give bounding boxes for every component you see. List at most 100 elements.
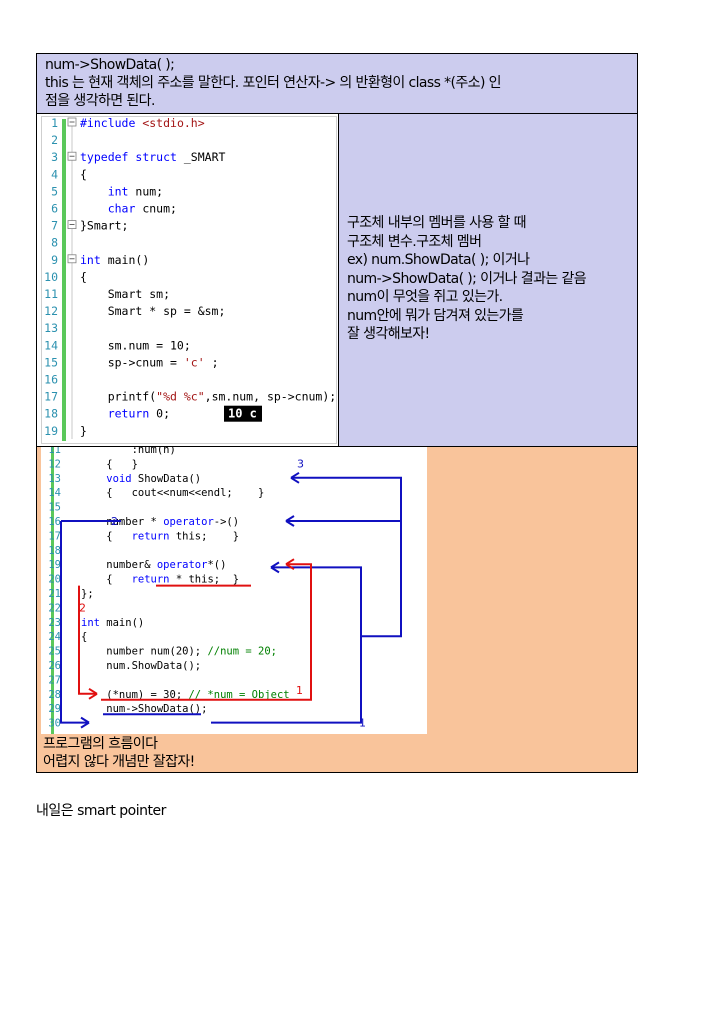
code-line-text: num->ShowData();	[81, 703, 207, 715]
code-line-text: number& operator*()	[81, 559, 226, 571]
code-line-text: Smart * sp = &sm;	[80, 304, 225, 318]
code-line-text: { cout<<num<<endl; }	[81, 487, 264, 499]
code-line-text: { return * this; }	[81, 574, 239, 586]
code-line-text: number num(20); //num = 20;	[81, 646, 277, 658]
flow-code-screenshot: 11 :num(n)12 { }13 void ShowData()14 { c…	[41, 447, 427, 734]
line-number: 19	[44, 424, 58, 438]
line-number: 17	[44, 390, 58, 404]
line-number: 14	[48, 487, 61, 499]
explanation-cell: 구조체 내부의 멤버를 사용 할 때 구조체 변수.구조체 멤버 ex) num…	[339, 114, 637, 446]
explanation-line-6: num안에 뭐가 담겨져 있는가를	[347, 307, 524, 324]
line-number: 27	[48, 674, 61, 686]
flow-code-listing: 11 :num(n)12 { }13 void ShowData()14 { c…	[48, 447, 402, 734]
line-number: 12	[48, 458, 61, 470]
explanation-line-1: 구조체 내부의 멤버를 사용 할 때	[347, 215, 526, 231]
intro-line-1: num->ShowData( );	[45, 57, 175, 73]
console-output-box	[224, 405, 262, 422]
console-output-text: 10 c	[228, 407, 257, 421]
flow-caption-line-2: 어렵지 않다 개념만 잘잡자!	[43, 754, 195, 770]
line-number: 22	[48, 602, 61, 614]
intro-line-3: 점을 생각하면 된다.	[45, 93, 155, 109]
flow-step-label: 2	[79, 601, 86, 614]
code-line-text: int num;	[80, 184, 163, 198]
code-line-text: { return this; }	[81, 530, 239, 542]
line-number: 13	[48, 473, 61, 485]
code-line-text: num.ShowData();	[81, 660, 201, 672]
code-line-text: int main()	[81, 617, 144, 629]
code-line-text: typedef struct _SMART	[80, 150, 225, 164]
code-line-text: };	[81, 588, 94, 600]
code-line-text: {	[80, 270, 87, 284]
intro-cell: num->ShowData( ); this 는 현재 객체의 주소를 말한다.…	[37, 54, 637, 114]
code-line-text: int main()	[80, 253, 149, 267]
code-line-text: {	[81, 631, 87, 643]
code-line-text: {	[80, 167, 87, 181]
line-number: 18	[48, 545, 61, 557]
explanation-line-3: ex) num.ShowData( ); 이거나	[347, 252, 530, 268]
line-number: 15	[44, 355, 58, 369]
line-number: 7	[51, 219, 58, 233]
code-line-text: number * operator->()	[81, 516, 239, 528]
flow-caption: 프로그램의 흐름이다 어렵지 않다 개념만 잘잡자!	[43, 735, 195, 771]
line-number: 26	[48, 660, 61, 672]
explanation-line-2: 구조체 변수.구조체 멤버	[347, 233, 482, 250]
line-number: 24	[48, 631, 61, 643]
line-number: 19	[48, 559, 61, 571]
code-line-text: Smart sm;	[80, 287, 170, 301]
line-number: 30	[48, 718, 61, 730]
line-number: 3	[51, 150, 58, 164]
intro-line-2: this 는 현재 객체의 주소를 말한다. 포인터 연산자-> 의 반환형이 …	[45, 75, 502, 91]
flow-step-label: 1	[359, 717, 366, 730]
explanation-text: 구조체 내부의 멤버를 사용 할 때 구조체 변수.구조체 멤버 ex) num…	[347, 214, 587, 344]
code-line-text: char cnum;	[80, 202, 177, 216]
flow-arrow-3	[291, 476, 402, 638]
explanation-line-7: 잘 생각해보자!	[347, 326, 430, 342]
flow-step-label: 2	[111, 515, 118, 528]
line-number: 5	[51, 184, 58, 198]
line-number: 15	[48, 502, 61, 514]
change-bar	[51, 447, 54, 734]
flow-arrow-red-2	[78, 585, 97, 695]
code-line-text: sm.num = 10;	[80, 338, 191, 352]
flow-step-label: 1	[296, 684, 303, 697]
line-number: 11	[48, 447, 61, 456]
line-number: 6	[51, 202, 58, 216]
code-line-text: sp->cnum = 'c' ;	[80, 355, 219, 369]
line-number: 28	[48, 689, 61, 701]
flow-caption-line-1: 프로그램의 흐름이다	[43, 736, 158, 752]
flow-step-label: 3	[297, 457, 304, 470]
line-number: 17	[48, 530, 61, 542]
flow-arrow-2	[60, 521, 89, 724]
line-number: 14	[44, 338, 58, 352]
line-number: 8	[51, 236, 58, 250]
code-line-text: (*num) = 30; // *num = Object	[81, 689, 290, 701]
code-line-text: }	[80, 424, 87, 438]
line-number: 21	[48, 588, 61, 600]
line-number: 16	[44, 373, 58, 387]
change-bar	[62, 119, 66, 441]
flow-arrow-red-1	[101, 563, 312, 701]
next-topic-note: 내일은 smart pointer	[36, 803, 166, 819]
line-number: 4	[51, 167, 58, 181]
explanation-line-4: num->ShowData( ); 이거나 결과는 같음	[347, 270, 587, 287]
line-number: 12	[44, 304, 58, 318]
flow-arrow-1	[211, 566, 362, 724]
line-number: 11	[44, 287, 58, 301]
line-number: 25	[48, 646, 61, 658]
content-table: num->ShowData( ); this 는 현재 객체의 주소를 말한다.…	[36, 53, 638, 773]
code-line-text: :num(n)	[81, 447, 176, 456]
line-number: 29	[48, 703, 61, 715]
code-line-text: return 0;	[80, 407, 170, 421]
line-number: 10	[44, 270, 58, 284]
line-number: 1	[51, 117, 58, 130]
line-number: 9	[51, 253, 58, 267]
code-line-text: }Smart;	[80, 219, 128, 233]
line-number: 16	[48, 516, 61, 528]
explanation-line-5: num이 무엇을 쥐고 있는가.	[347, 289, 503, 305]
line-number: 18	[44, 407, 58, 421]
line-number: 13	[44, 321, 58, 335]
